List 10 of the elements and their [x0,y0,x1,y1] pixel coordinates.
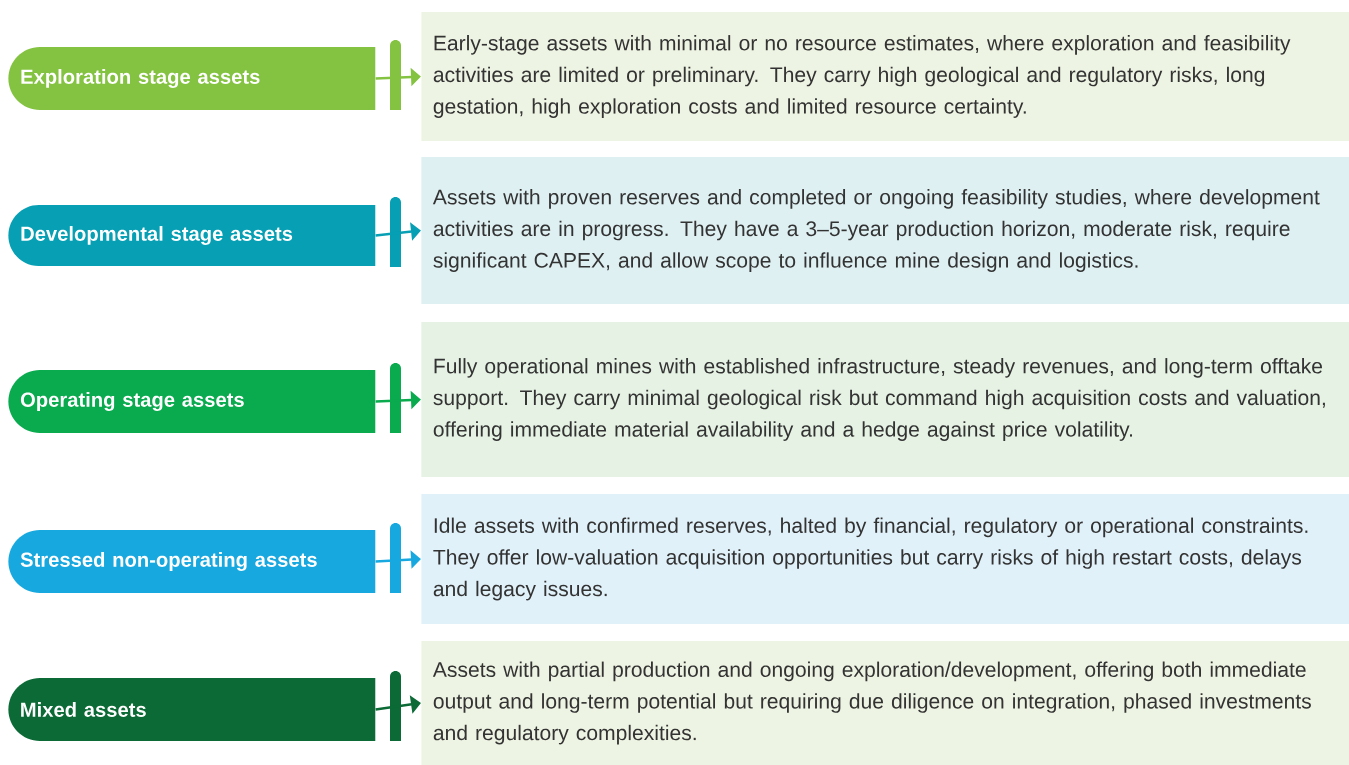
description-box: Assets with partial production and ongoing exploration/development, offering both immediate output and long-term potential but requiring due diligence on integration, phased investments and regulatory complexities. [421,641,1349,765]
category-pill: Exploration stage assets [8,47,376,110]
description-box: Early-stage assets with minimal or no resource estimates, where exploration and feasibility activities are limited or preliminary. They carry high geological and regulatory risks, long gestation, high exploration costs and limited resource certainty. [421,12,1349,141]
category-pill: Mixed assets [8,678,376,741]
description-box: Assets with proven reserves and completed or ongoing feasibility studies, where development activities are in progress. They have a 3–5-year production horizon, moderate risk, require significant CAPEX, and allow scope to influence mine design and logistics. [421,157,1349,304]
category-pill: Stressed non-operating assets [8,530,376,593]
description-box: Idle assets with confirmed reserves, halted by financial, regulatory or operational constraints. They offer low-valuation acquisition opportunities but carry risks of high restart costs, delays and legacy issues. [421,494,1349,624]
description-box: Fully operational mines with established infrastructure, steady revenues, and long-term offtake support. They carry minimal geological risk but command high acquisition costs and valuation, offering immediate material availability and a hedge against price volatility. [421,322,1349,477]
category-pill: Operating stage assets [8,370,376,433]
category-pill: Developmental stage assets [8,205,376,266]
